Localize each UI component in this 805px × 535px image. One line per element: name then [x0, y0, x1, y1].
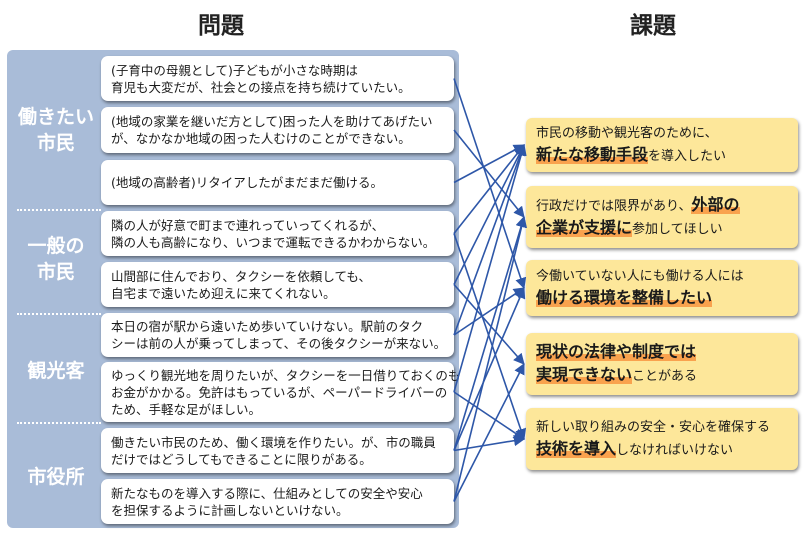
problem-box: (地域の家業を継いだ方として)困った人を助けてあげたい が、なかなか地域の困った… [101, 107, 454, 153]
problem-box: 本日の宿が駅から遠いため歩いていけない。駅前のタク シーは前の人が乗ってしまって… [101, 313, 454, 357]
group-label-general-citizens: 一般の 市民 [27, 235, 85, 283]
group-divider [17, 209, 101, 211]
connection-arrow [453, 143, 526, 336]
connection-arrow [453, 287, 525, 336]
connection-arrow [453, 215, 527, 451]
group-label-city-hall: 市役所 [27, 466, 85, 488]
connection-arrow [453, 144, 525, 184]
task-box-corporate-support: 行政だけでは限界があり、外部の 企業が支援に参加してほしい [526, 186, 798, 248]
problems-header: 問題 [198, 13, 244, 39]
connection-arrow [453, 215, 528, 502]
problem-box: 新たなものを導入する際に、仕組みとしての安全や安心 を担保するように計画しないと… [101, 479, 454, 524]
task-box-legal-limits: 現状の法律や制度では 実現できないことがある [526, 333, 798, 395]
problem-box: ゆっくり観光地を周りたいが、タクシーを一日借りておくのも お金がかかる。免許はも… [101, 362, 460, 422]
group-label-tourists: 観光客 [27, 360, 85, 382]
problem-box: 働きたい市民のため、働く環境を作りたい。が、市の職員 だけではどうしてもできるこ… [101, 428, 454, 473]
connection-arrow [453, 143, 525, 285]
problem-box: 山間部に住んでおり、タクシーを依頼しても、 自宅まで遠いため迎えに来てくれない。 [101, 262, 454, 307]
task-box-new-mobility: 市民の移動や観光客のために、 新たな移動手段を導入したい [526, 118, 798, 172]
problem-box: (地域の高齢者)リタイアしたがまだまだ働ける。 [101, 160, 454, 205]
connection-arrow [453, 363, 525, 502]
connection-arrow [453, 78, 527, 290]
connection-arrow [453, 129, 525, 218]
task-box-work-environment: 今働いていない人にも働ける人には 働ける環境を整備したい [526, 260, 798, 316]
group-label-working-citizens: 働きたい 市民 [17, 106, 94, 154]
problem-box: (子育中の母親として)子どもが小さな時期は 育児も大変だが、社会との接点を持ち続… [101, 56, 454, 101]
connection-arrow [453, 143, 527, 393]
task-box-safety-technology: 新しい取り組みの安全・安心を確保する 技術を導入しなければいけない [526, 408, 798, 470]
group-divider [17, 422, 101, 424]
connection-arrow [453, 391, 525, 440]
connection-arrow [453, 283, 525, 365]
connection-arrow [453, 435, 526, 452]
problem-box: 隣の人が好意で町まで連れっていってくれるが、 隣の人も高齢になり、いつまで運転で… [101, 211, 454, 256]
connection-arrow [453, 144, 525, 234]
tasks-header: 課題 [630, 13, 676, 39]
group-divider [17, 313, 101, 315]
connection-arrow [453, 286, 526, 451]
